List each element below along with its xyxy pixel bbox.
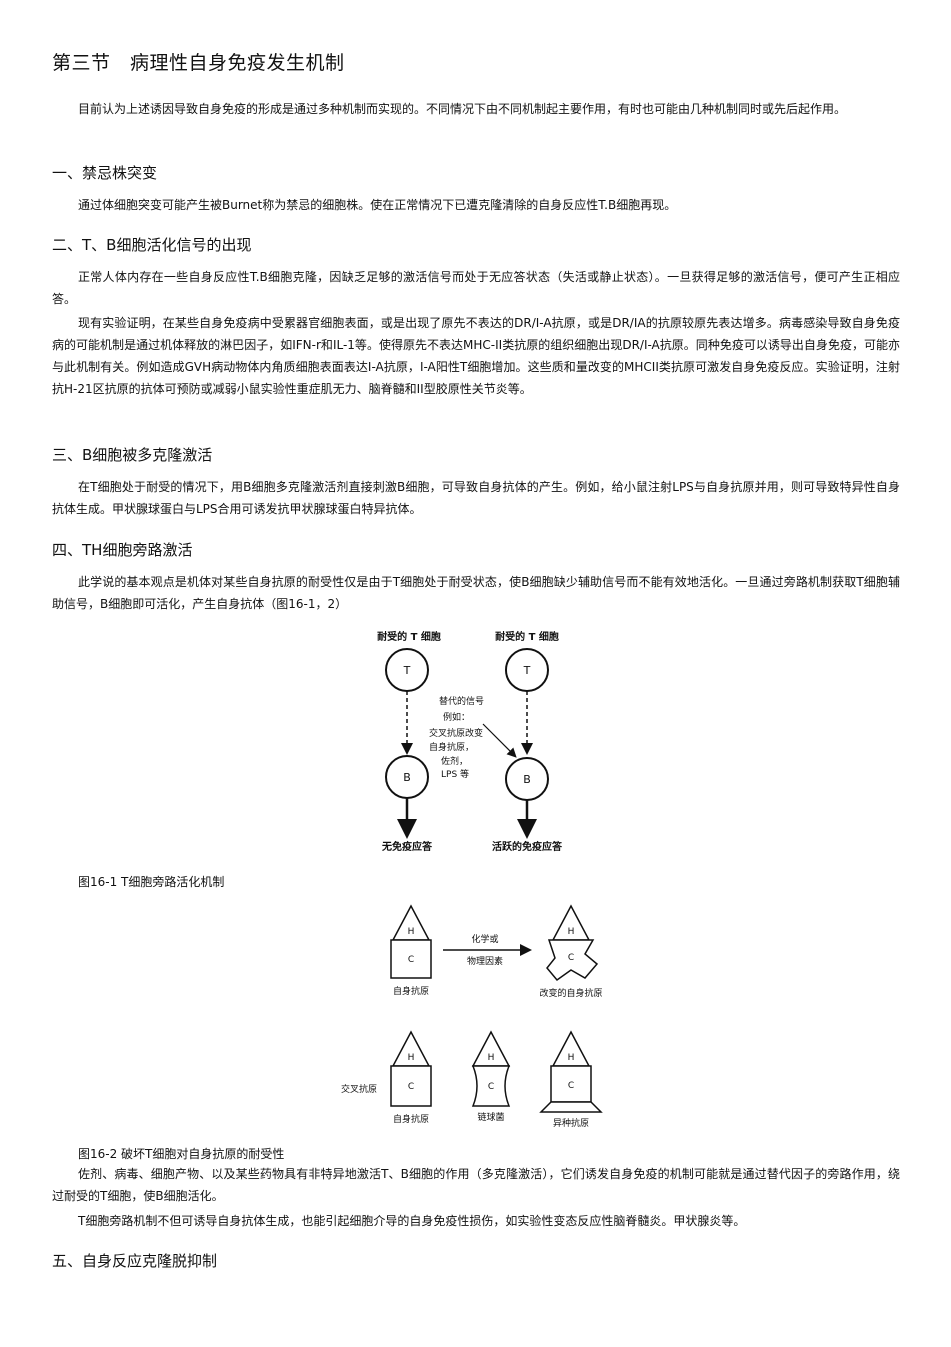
fig1-signal-line-6: LPS 等 [441,768,469,780]
fig2-carrier-box-3 [390,1065,432,1107]
fig1-signal-line-2: 例如： [443,711,470,723]
fig2-c-label-4: C [488,1082,494,1092]
paragraph-2b: 现有实验证明，在某些自身免疫病中受累器官细胞表面，或是出现了原先不表达的DR/I… [52,316,900,396]
fig1-left-result: 无免疫应答 [381,840,433,853]
fig2-self-antigen-label: 自身抗原 [393,985,429,997]
fig2-h-label-2: H [568,927,575,937]
heading-2: 二、T、B细胞活化信号的出现 [52,236,252,254]
fig2-c-label-1: C [408,955,414,965]
fig2-c-label-3: C [408,1082,414,1092]
fig1-signal-line-4: 自身抗原， [429,741,474,753]
fig2-h-label-1: H [408,927,415,937]
intro-paragraph: 目前认为上述诱因导致自身免疫的形成是通过多种机制而实现的。不同情况下由不同机制起… [78,102,847,116]
fig1-b-label-right: B [523,773,531,786]
fig1-signal-line-1: 替代的信号 [439,695,484,707]
fig2-foreign-antigen-label: 异种抗原 [553,1117,589,1129]
heading-1: 一、禁忌株突变 [52,164,158,182]
fig2-arrow-bottom-label: 物理因素 [467,955,503,967]
fig2-c-label-5: C [568,1081,574,1091]
figure-2-caption: 图16-2 破坏T细胞对自身抗原的耐受性 [78,1147,285,1161]
fig2-h-label-5: H [568,1053,575,1063]
fig1-signal-line-3: 交叉抗原改变 [429,727,483,739]
heading-4: 四、TH细胞旁路激活 [52,541,193,559]
fig1-signal-arrow [482,723,517,758]
fig2-foreign-base [539,1101,603,1113]
paragraph-3: 在T细胞处于耐受的情况下，用B细胞多克隆激活剂直接刺激B细胞，可导致自身抗体的产… [52,480,900,516]
fig1-t-label-right: T [523,664,531,677]
fig2-arrow-top-label: 化学或 [471,933,498,945]
fig2-hapten-label: 链球菌 [477,1111,504,1123]
paragraph-1: 通过体细胞突变可能产生被Burnet称为禁忌的细胞株。使在正常情况下已遭克隆清除… [78,198,677,212]
fig2-self-antigen2-label: 自身抗原 [393,1113,429,1125]
fig1-right-result: 活跃的免疫应答 [492,840,563,853]
fig2-h-label-3: H [408,1053,415,1063]
fig1-signal-line-5: 佐剂， [441,755,468,767]
section-title: 第三节 病理性自身免疫发生机制 [52,52,345,74]
fig2-changed-antigen-label: 改变的自身抗原 [539,987,602,999]
figure-16-1: 耐受的 T 细胞 耐受的 T 细胞 T T 替代的信号 例如： 交叉抗原改变 自… [377,630,563,853]
fig2-changed-carrier [546,939,599,982]
figure-16-2: H C 自身抗原 化学或 物理因素 H C 改变的自身抗原 H C 交叉抗原 自… [341,904,603,1129]
fig1-left-title: 耐受的 T 细胞 [377,630,441,643]
paragraph-after-2: T细胞旁路机制不但可诱导自身抗体生成，也能引起细胞介导的自身免疫性损伤，如实验性… [78,1214,746,1228]
figure-1-caption: 图16-1 T细胞旁路活化机制 [78,875,225,889]
fig2-h-label-4: H [488,1053,495,1063]
paragraph-4: 此学说的基本观点是机体对某些自身抗原的耐受性仅是由于T细胞处于耐受状态，使B细胞… [52,575,900,611]
fig1-b-label-left: B [403,771,411,784]
paragraph-after-1: 佐剂、病毒、细胞产物、以及某些药物具有非特异地激活T、B细胞的作用（多克隆激活）… [52,1167,900,1203]
fig2-cross-antigen-label: 交叉抗原 [341,1083,377,1095]
heading-3: 三、B细胞被多克隆激活 [52,446,213,464]
fig1-t-label-left: T [403,664,411,677]
fig2-carrier-box-1 [390,939,432,979]
heading-5: 五、自身反应克隆脱抑制 [52,1252,218,1270]
paragraph-2a: 正常人体内存在一些自身反应性T.B细胞克隆，因缺乏足够的激活信号而处于无应答状态… [52,270,900,306]
fig2-c-label-2: C [568,953,574,963]
fig1-right-title: 耐受的 T 细胞 [495,630,559,643]
fig2-hapten-carrier [471,1065,511,1107]
